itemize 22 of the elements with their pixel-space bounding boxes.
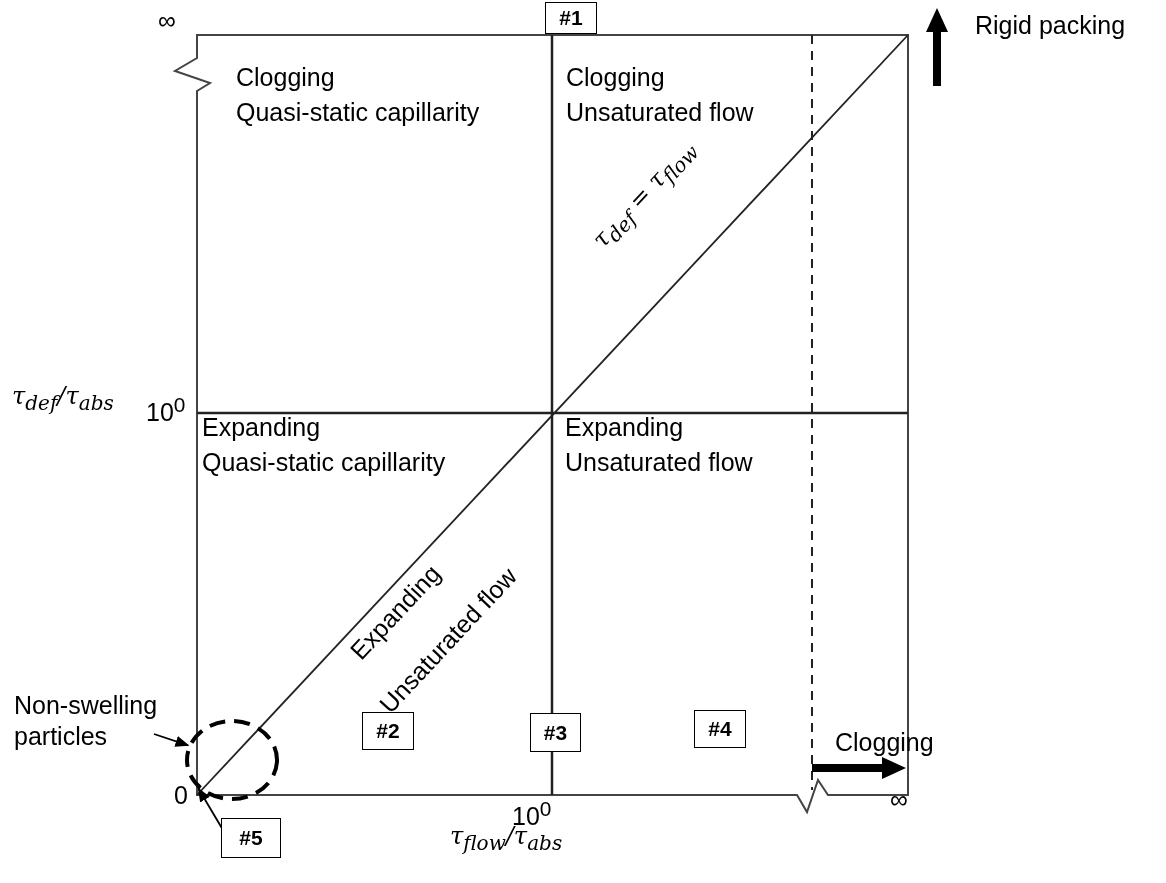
- annotation-text: Non-swelling particles: [14, 690, 194, 753]
- region-label: Quasi-static capillarity: [236, 97, 480, 127]
- region-label: Expanding: [565, 412, 684, 442]
- leader-arrow: [153, 733, 190, 747]
- number-box: #1: [545, 2, 597, 34]
- region-label: Clogging: [236, 62, 335, 92]
- number-box: #4: [694, 710, 746, 748]
- axis-label: τ$_{def}$/τ$_{abs}$: [12, 382, 114, 415]
- region-label: Expanding: [202, 412, 321, 442]
- axis-tick-label: ∞: [158, 5, 176, 35]
- axis-tick-label: ∞: [890, 784, 908, 814]
- region-label: Quasi-static capillarity: [202, 447, 446, 477]
- axis-tick-label: 0: [174, 780, 188, 810]
- region-label: Unsaturated flow: [565, 447, 753, 477]
- axis-tick-label: 10$^{0}$: [146, 393, 186, 428]
- region-label: Clogging: [566, 62, 665, 92]
- number-box: #5: [221, 818, 281, 858]
- region-label: Rigid packing: [975, 10, 1126, 40]
- region-label: Unsaturated flow: [566, 97, 754, 127]
- dashed-circle: [185, 719, 279, 801]
- number-box: #3: [530, 713, 581, 752]
- number-box: #2: [362, 712, 414, 750]
